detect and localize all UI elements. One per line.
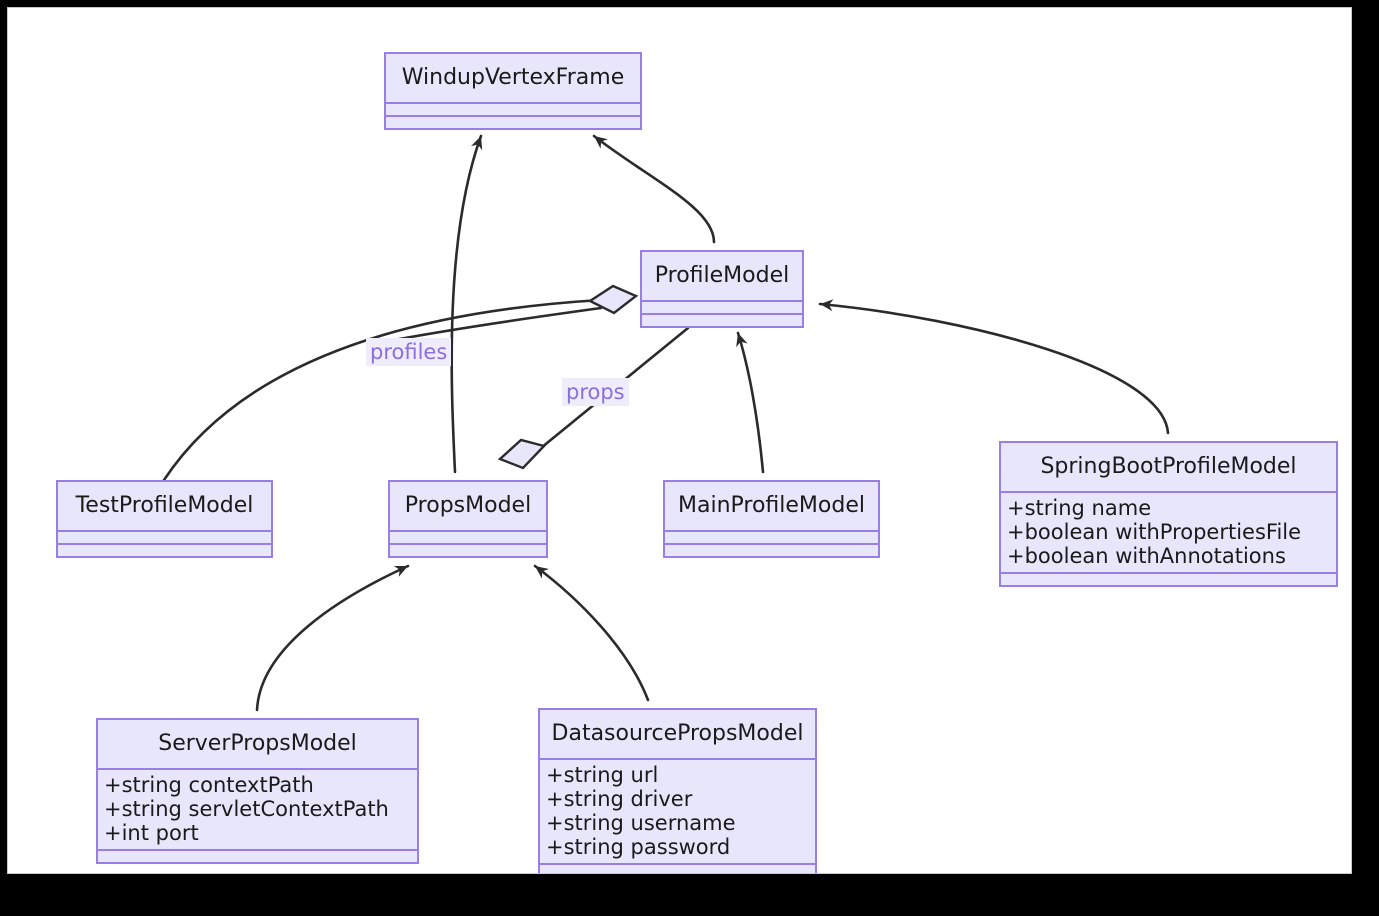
edge-profile-aggregates-test [162,298,603,482]
class-attribute: +string servletContextPath [104,797,389,821]
class-title-profile-model: ProfileModel [654,263,790,288]
diagram-canvas: WindupVertexFrame ProfileModel TestProfi… [8,8,1351,873]
class-attributes-server-props-model: +string contextPath +string servletConte… [98,768,417,849]
class-attributes-datasource-props-model: +string url +string driver +string usern… [540,758,815,863]
class-box-test-profile-model[interactable]: TestProfileModel [56,480,273,558]
class-attributes-props-model [390,530,546,543]
class-methods-server-props-model [98,849,417,862]
class-attributes-test-profile-model [58,530,271,543]
class-methods-props-model [390,543,546,556]
class-title-props-model: PropsModel [404,493,532,518]
class-methods-main-profile-model [665,543,878,556]
class-box-main-profile-model[interactable]: MainProfileModel [663,480,880,558]
class-title-windup-vertex-frame: WindupVertexFrame [401,65,625,90]
edge-profile-aggregates-props [392,306,603,342]
class-box-spring-boot-profile-model[interactable]: SpringBootProfileModel +string name +boo… [999,441,1338,587]
class-methods-test-profile-model [58,543,271,556]
class-attribute: +string contextPath [104,773,314,797]
edge-datasource-to-props [533,564,650,702]
aggregation-diamond-profile [587,284,639,315]
class-title-datasource-props-model: DatasourcePropsModel [551,721,804,746]
class-title-test-profile-model: TestProfileModel [75,493,254,518]
class-attribute: +boolean withPropertiesFile [1007,520,1302,544]
class-attributes-windup-vertex-frame [386,102,640,115]
class-attribute: +string username [546,811,736,835]
class-attribute: +boolean withAnnotations [1007,544,1286,568]
edge-profile-to-windup [592,134,716,244]
edge-server-to-props [255,564,410,712]
class-attribute: +int port [104,821,199,845]
class-attributes-profile-model [642,300,802,313]
class-attribute: +string driver [546,787,693,811]
class-attributes-main-profile-model [665,530,878,543]
edge-main-to-profile [736,331,765,474]
class-title-main-profile-model: MainProfileModel [678,493,865,518]
class-attributes-spring-boot-profile-model: +string name +boolean withPropertiesFile… [1001,491,1336,572]
class-attribute: +string url [546,763,659,787]
class-methods-profile-model [642,313,802,326]
class-box-windup-vertex-frame[interactable]: WindupVertexFrame [384,52,642,130]
class-methods-spring-boot-profile-model [1001,572,1336,585]
class-methods-datasource-props-model [540,863,815,873]
class-box-profile-model[interactable]: ProfileModel [640,250,804,328]
class-box-props-model[interactable]: PropsModel [388,480,548,558]
class-methods-windup-vertex-frame [386,115,640,128]
class-title-spring-boot-profile-model: SpringBootProfileModel [1040,454,1297,479]
class-box-datasource-props-model[interactable]: DatasourcePropsModel +string url +string… [538,708,817,873]
class-title-server-props-model: ServerPropsModel [158,731,357,756]
edge-label-props: props [562,378,629,406]
edge-springboot-to-profile [818,299,1170,435]
edge-label-profiles: profiles [366,338,452,366]
class-attribute: +string password [546,835,731,859]
aggregation-diamond-props [497,438,547,470]
class-box-server-props-model[interactable]: ServerPropsModel +string contextPath +st… [96,718,419,864]
class-attribute: +string name [1007,496,1152,520]
edge-props-to-windup [450,134,483,474]
